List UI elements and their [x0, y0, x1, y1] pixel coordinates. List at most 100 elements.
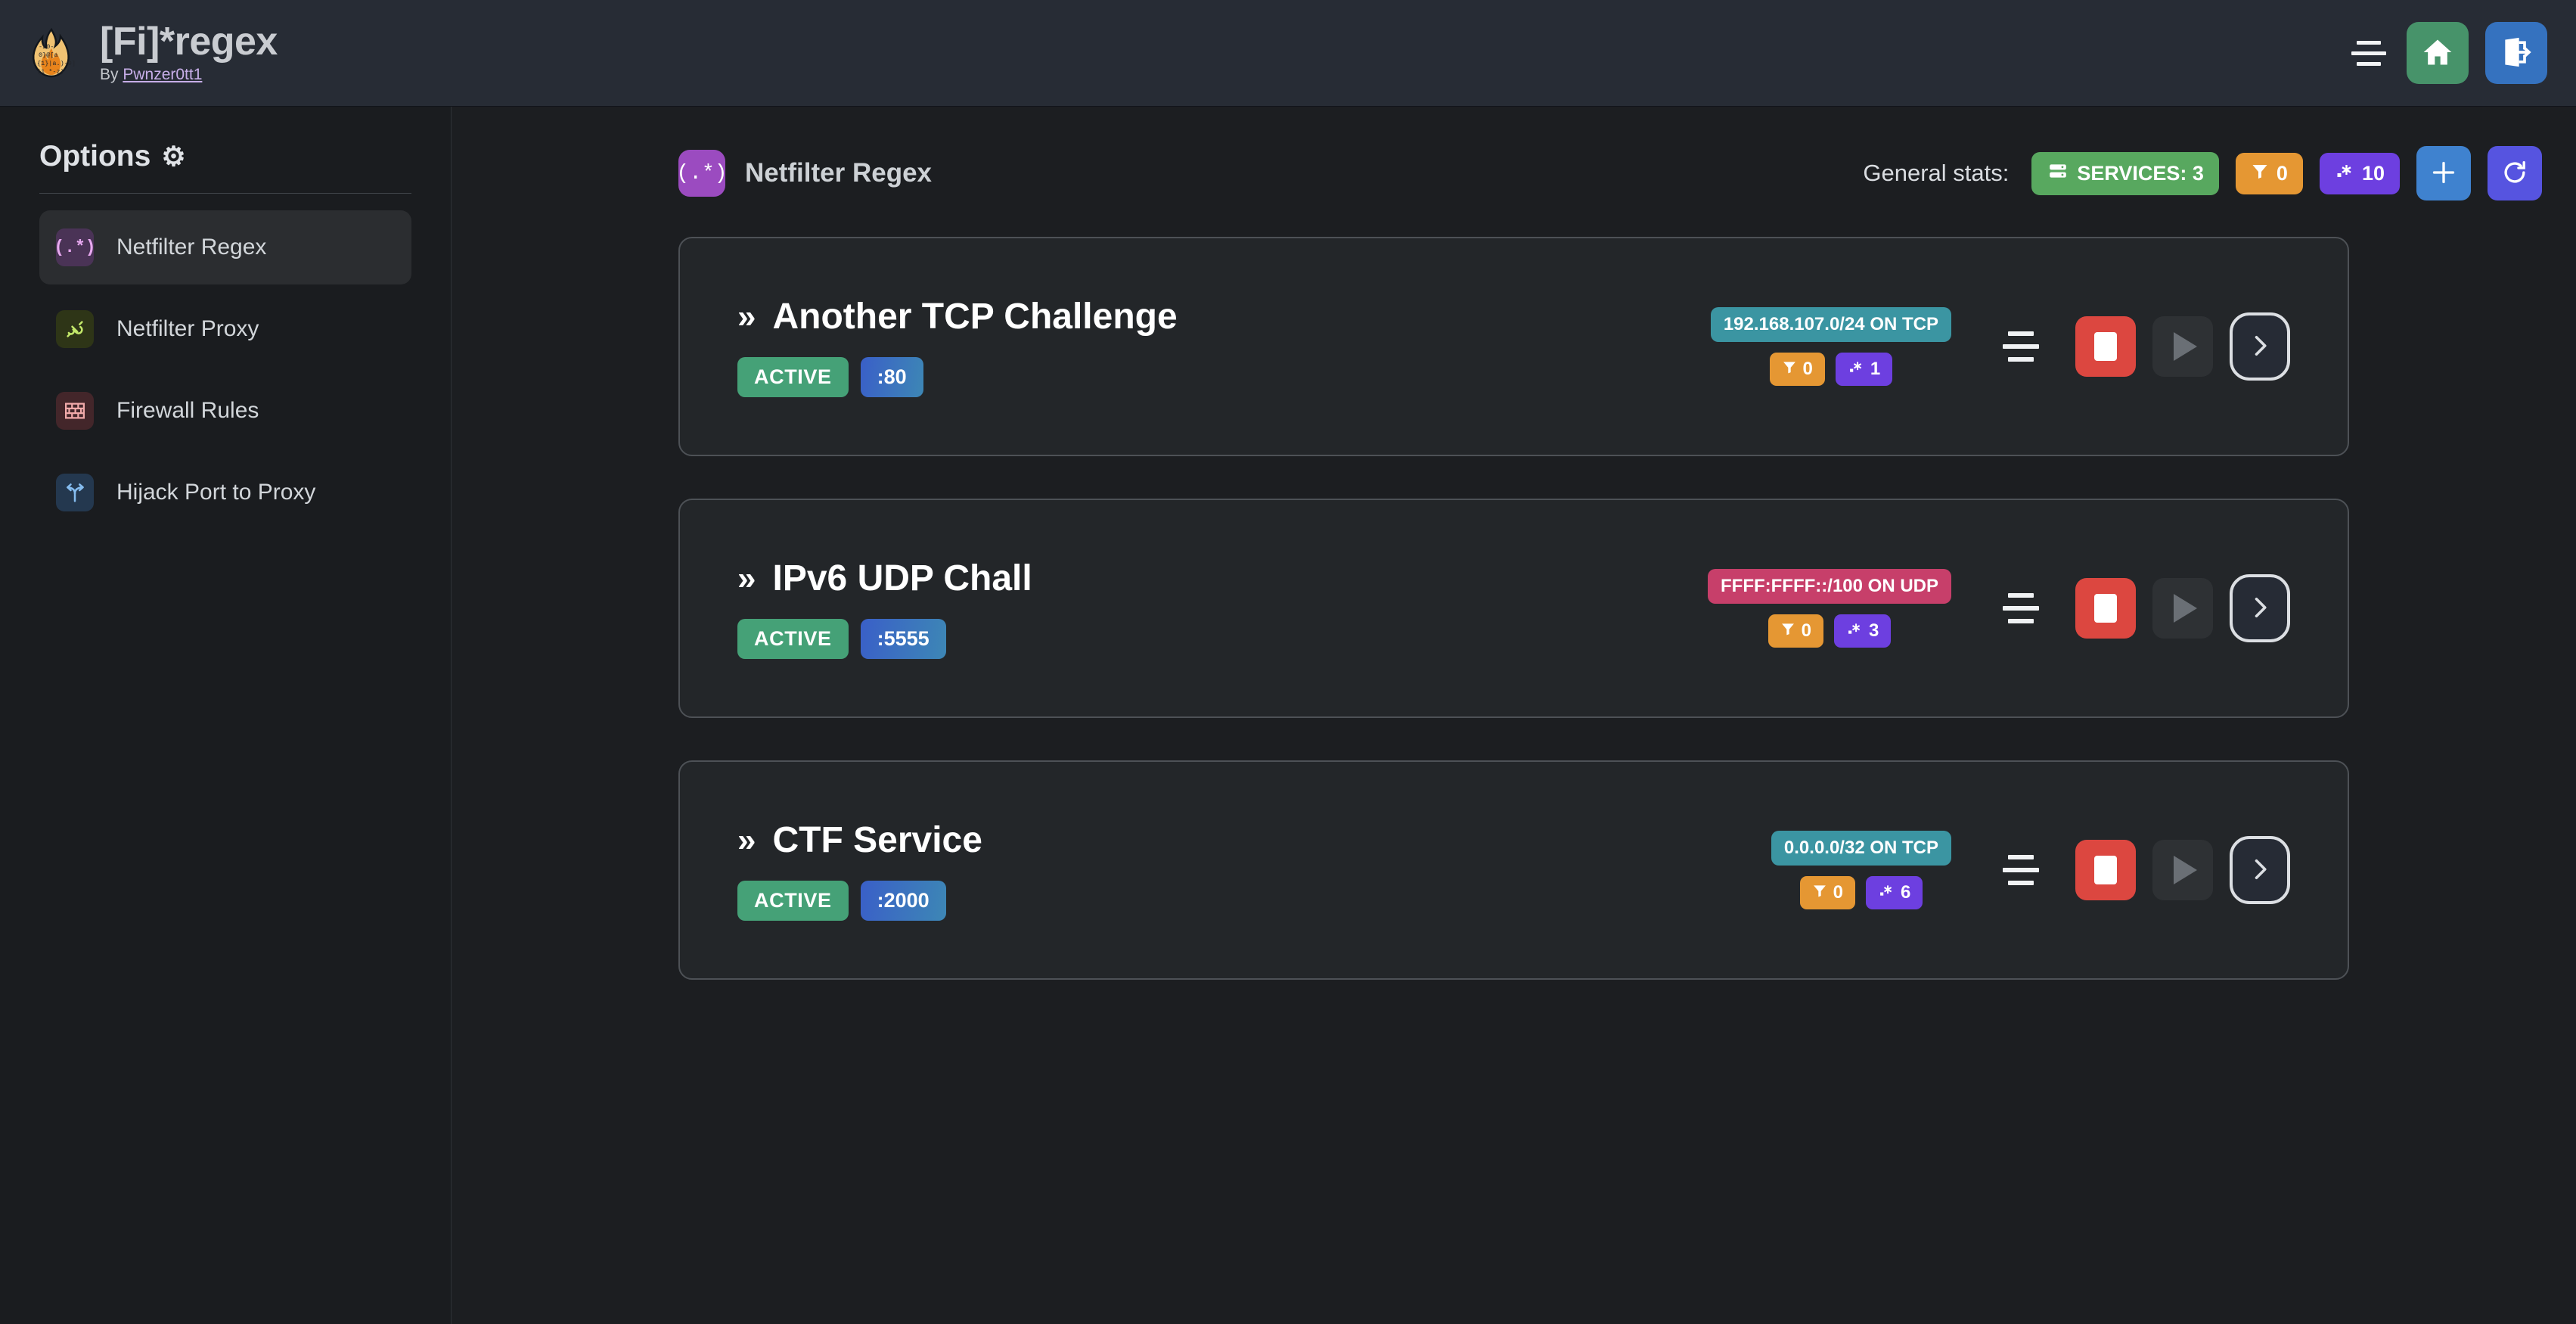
play-icon [2173, 594, 2197, 623]
status-badge: ACTIVE [737, 881, 849, 921]
sidebar-item-hijack-port-to-proxy[interactable]: Hijack Port to Proxy [39, 455, 411, 530]
network-info: 0.0.0.0/32 ON TCP 0 6 [1771, 831, 1951, 909]
regex-icon: (.*) [676, 150, 728, 197]
by-prefix: By [100, 66, 123, 84]
play-icon [2173, 856, 2197, 884]
play-button[interactable] [2152, 316, 2213, 377]
page-header: (.*) Netfilter Regex General stats: SERV… [452, 107, 2576, 200]
service-controls: 0.0.0.0/32 ON TCP 0 6 [1771, 831, 2290, 909]
stop-button[interactable] [2075, 578, 2136, 639]
network-badge: FFFF:FFFF::/100 ON UDP [1708, 569, 1951, 604]
svg-text:0}@[a: 0}@[a [39, 51, 58, 59]
open-service-button[interactable] [2230, 574, 2290, 642]
logout-button[interactable] [2485, 22, 2547, 84]
service-counters: 0 3 [1768, 614, 1892, 648]
regex-icon: (.*) [54, 228, 96, 266]
sort-lines-icon[interactable] [1998, 593, 2044, 623]
filters-count: 0 [1801, 620, 1811, 641]
service-name: Another TCP Challenge [772, 297, 1178, 337]
top-bar-actions [2348, 22, 2576, 84]
port-badge: :2000 [860, 881, 946, 921]
plus-icon [2429, 157, 2459, 190]
double-chevron-icon: » [737, 297, 756, 335]
regexes-count: 1 [1870, 359, 1881, 379]
page-title: Netfilter Regex [745, 158, 933, 188]
open-service-button[interactable] [2230, 312, 2290, 381]
author-link[interactable]: Pwnzer0tt1 [123, 66, 203, 84]
sort-lines-icon[interactable] [1998, 855, 2044, 885]
service-title: » Another TCP Challenge [737, 296, 1178, 337]
port-badge: :80 [860, 357, 923, 397]
service-title: » CTF Service [737, 819, 982, 861]
service-list: » Another TCP Challenge ACTIVE :80 192.1… [452, 200, 2576, 980]
chevron-right-icon [2246, 332, 2273, 362]
add-service-button[interactable] [2416, 146, 2471, 200]
sidebar-divider [39, 193, 411, 194]
status-badge-regexes: 10 [2319, 152, 2400, 194]
refresh-button[interactable] [2488, 146, 2542, 200]
home-button[interactable] [2407, 22, 2469, 84]
double-chevron-icon: » [737, 821, 756, 859]
funnel-icon [1812, 882, 1827, 903]
logout-icon [2500, 36, 2533, 71]
app-title: [Fi]*regex [100, 19, 278, 64]
service-info: » IPv6 UDP Chall ACTIVE :5555 [737, 558, 1032, 659]
filters-badge: 0 [1768, 614, 1823, 648]
status-badge: ACTIVE [737, 357, 849, 397]
options-label: Options [39, 140, 151, 172]
flame-regex-logo-icon: -z0- 0}@[a {1}|a.)-9] (1 *-z) [26, 27, 77, 79]
refresh-icon [2500, 158, 2529, 189]
service-card[interactable]: » Another TCP Challenge ACTIVE :80 192.1… [678, 237, 2349, 456]
regexes-count: 6 [1900, 882, 1911, 903]
service-controls: 192.168.107.0/24 ON TCP 0 1 [1710, 307, 2290, 386]
regexes-badge: 1 [1835, 353, 1893, 386]
sidebar: Options ⚙ (.*) Netfilter Regex Netfilter… [0, 107, 452, 1324]
play-button[interactable] [2152, 578, 2213, 639]
stop-icon [2094, 594, 2117, 623]
service-info: » Another TCP Challenge ACTIVE :80 [737, 296, 1178, 397]
status-badge: ACTIVE [737, 619, 849, 659]
hamburger-icon[interactable] [2348, 32, 2390, 74]
brick-wall-icon [56, 392, 94, 430]
general-stats-label: General stats: [1863, 160, 2010, 186]
chevron-right-icon [2246, 594, 2273, 623]
status-badge-services: SERVICES: 3 [2031, 151, 2219, 195]
service-card[interactable]: » IPv6 UDP Chall ACTIVE :5555 FFFF:FFFF:… [678, 499, 2349, 718]
play-button[interactable] [2152, 840, 2213, 900]
sidebar-item-label: Firewall Rules [116, 398, 259, 423]
brand: -z0- 0}@[a {1}|a.)-9] (1 *-z) [Fi]*regex… [0, 19, 278, 84]
service-info: » CTF Service ACTIVE :2000 [737, 819, 982, 921]
network-info: FFFF:FFFF::/100 ON UDP 0 3 [1708, 569, 1951, 648]
funnel-icon [2251, 162, 2269, 185]
chevron-right-icon [2246, 856, 2273, 885]
stop-icon [2094, 332, 2117, 361]
filters-badge: 0 [1799, 876, 1855, 909]
gear-icon: ⚙ [161, 141, 186, 172]
author-line: By Pwnzer0tt1 [100, 66, 278, 84]
service-pills: ACTIVE :5555 [737, 619, 1032, 659]
main-content: (.*) Netfilter Regex General stats: SERV… [452, 107, 2576, 1324]
filters-count: 0 [1833, 882, 1843, 903]
sort-lines-icon[interactable] [1998, 331, 2044, 362]
sidebar-item-label: Netfilter Regex [116, 235, 267, 260]
filters-count: 0 [2276, 161, 2288, 185]
sidebar-item-netfilter-proxy[interactable]: Netfilter Proxy [39, 292, 411, 366]
general-stats: General stats: SERVICES: 3 0 10 [1863, 146, 2542, 200]
sidebar-item-firewall-rules[interactable]: Firewall Rules [39, 374, 411, 448]
service-counters: 0 6 [1799, 876, 1923, 909]
regexes-badge: 6 [1865, 876, 1923, 909]
sidebar-item-netfilter-regex[interactable]: (.*) Netfilter Regex [39, 210, 411, 284]
port-badge: :5555 [860, 619, 946, 659]
stop-button[interactable] [2075, 840, 2136, 900]
network-info: 192.168.107.0/24 ON TCP 0 1 [1710, 307, 1951, 386]
service-title: » IPv6 UDP Chall [737, 558, 1032, 599]
brand-text: [Fi]*regex By Pwnzer0tt1 [100, 19, 278, 84]
open-service-button[interactable] [2230, 836, 2290, 904]
regexes-count: 3 [1869, 620, 1879, 641]
double-chevron-icon: » [737, 559, 756, 597]
service-card[interactable]: » CTF Service ACTIVE :2000 0.0.0.0/32 ON… [678, 760, 2349, 980]
stop-button[interactable] [2075, 316, 2136, 377]
plug-connect-icon [56, 310, 94, 348]
regex-dot-star-icon [1848, 359, 1864, 380]
service-counters: 0 1 [1769, 353, 1893, 386]
